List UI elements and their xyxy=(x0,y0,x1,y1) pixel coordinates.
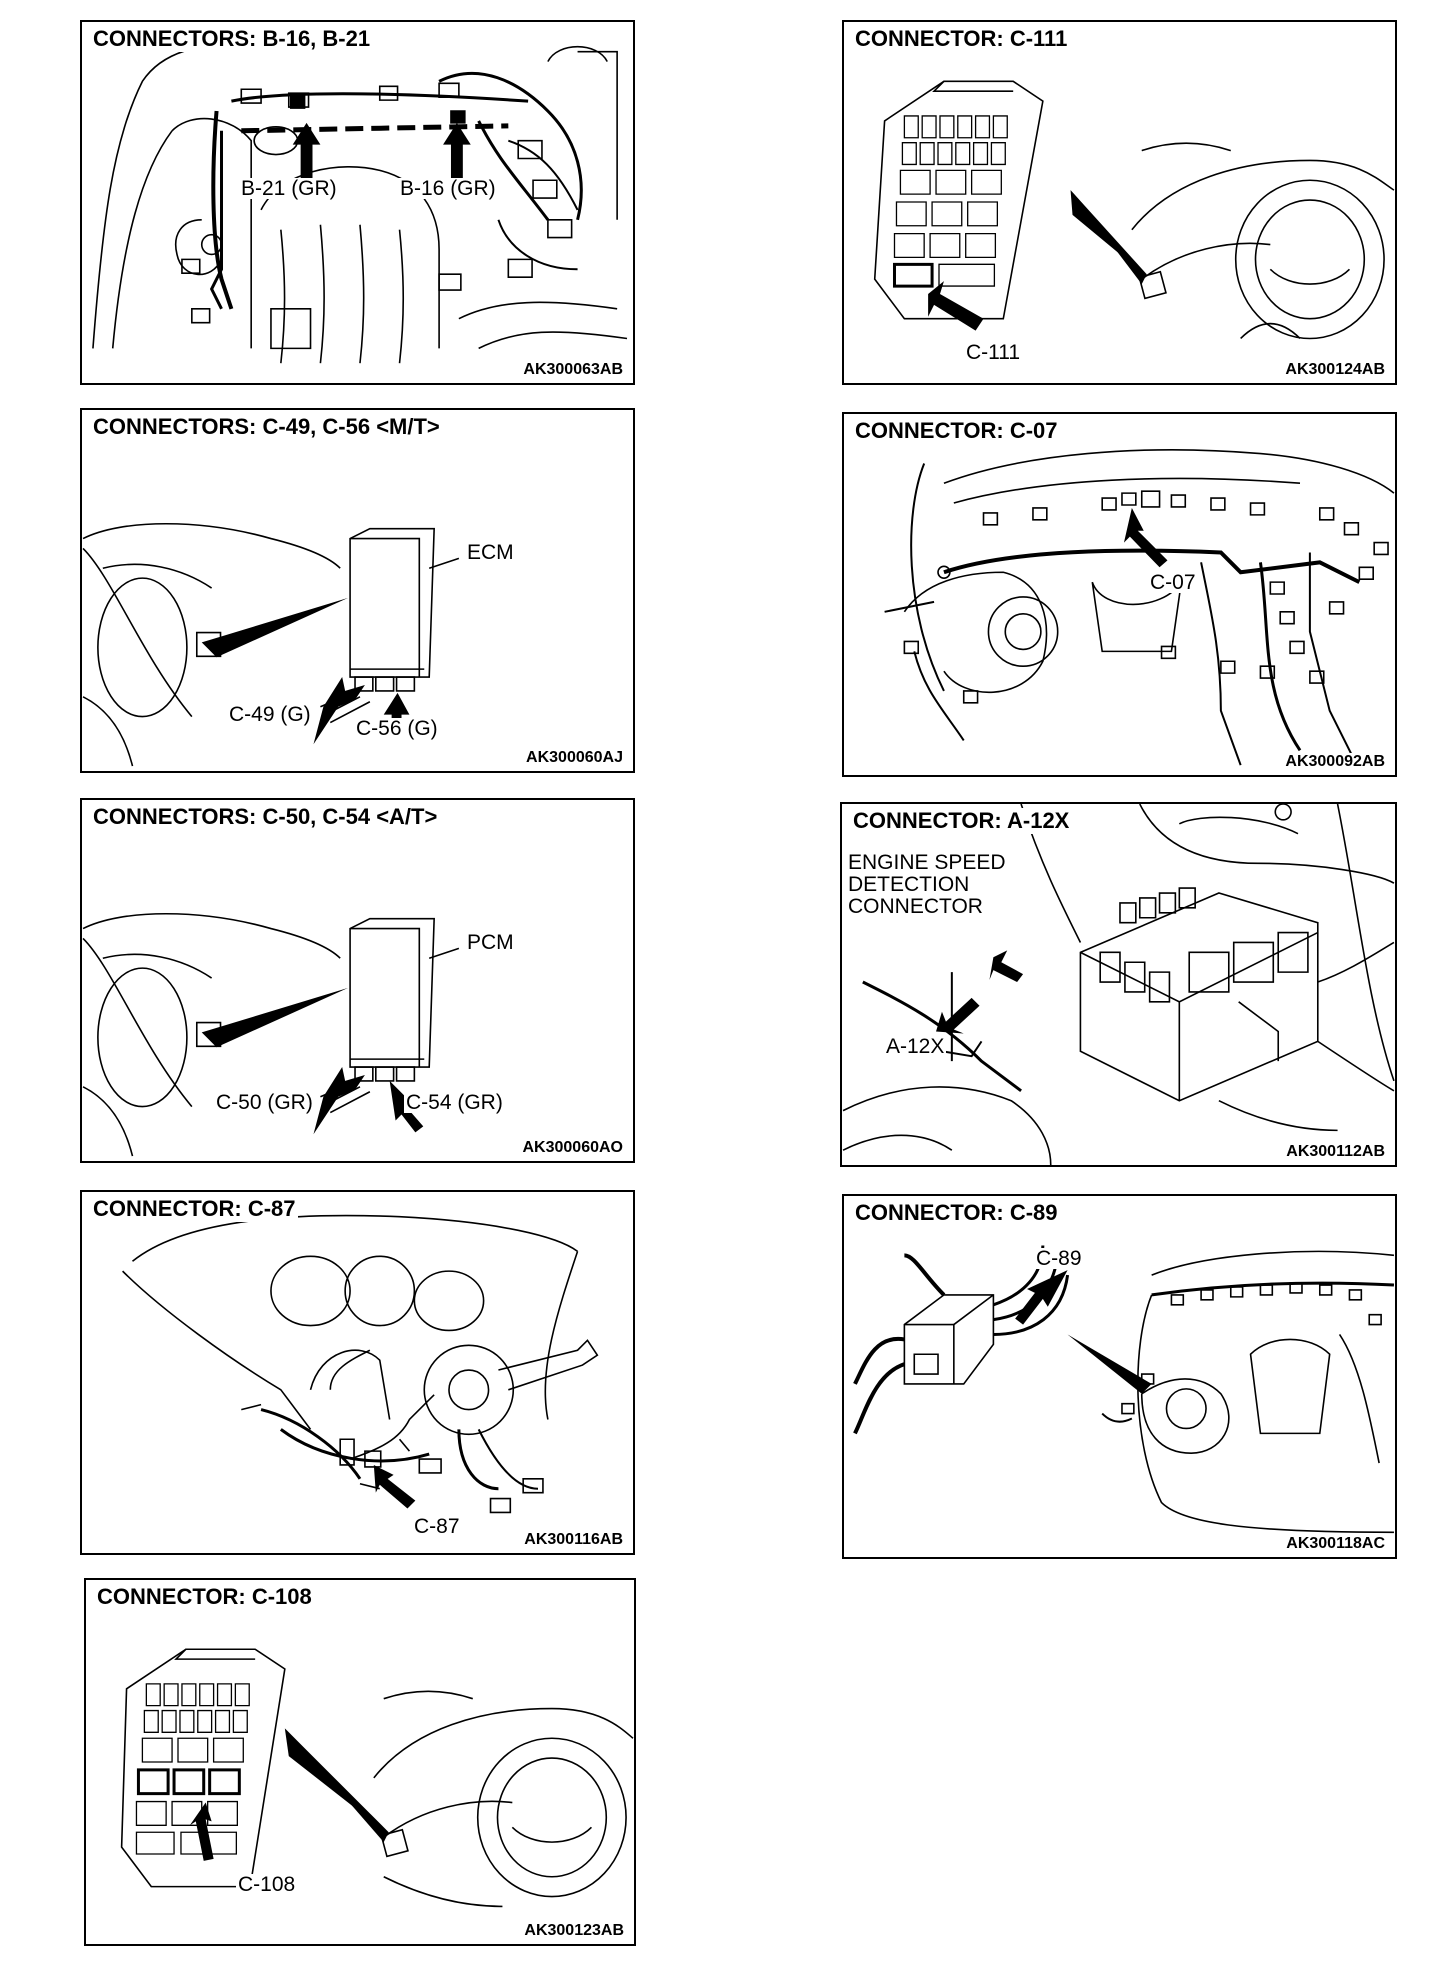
panel-b16-b21: CONNECTORS: B-16, B-21 B-21 (GR) B-16 (G… xyxy=(80,20,635,385)
panel-c07: CONNECTOR: C-07 C-07 AK300092AB xyxy=(842,412,1397,777)
module-label-pcm: PCM xyxy=(465,931,516,954)
connector-label-c87: C-87 xyxy=(412,1515,462,1538)
connector-c89-illustration xyxy=(844,1196,1395,1557)
panel-c111: CONNECTOR: C-111 C-111 AK300124AB xyxy=(842,20,1397,385)
panel-title: CONNECTOR: C-07 xyxy=(853,418,1060,444)
connector-label-c56: C-56 (G) xyxy=(354,717,440,740)
engine-compartment-relay-box-illustration xyxy=(842,804,1395,1165)
connector-label-a12x: A-12X xyxy=(884,1035,947,1058)
pcm-location-illustration xyxy=(82,800,633,1161)
connector-label-b16: B-16 (GR) xyxy=(398,177,498,200)
module-label-ecm: ECM xyxy=(465,541,516,564)
figure-code: AK300112AB xyxy=(1284,1143,1387,1161)
panel-title: CONNECTOR: A-12X xyxy=(851,808,1072,834)
figure-code: AK300118AC xyxy=(1284,1535,1387,1553)
figure-code: AK300123AB xyxy=(522,1922,626,1940)
panel-c49-c56: CONNECTORS: C-49, C-56 <M/T> ECM C-49 (G… xyxy=(80,408,635,773)
figure-code: AK300060AO xyxy=(520,1139,625,1157)
junction-block-illustration xyxy=(844,22,1395,383)
figure-code: AK300063AB xyxy=(521,361,625,379)
engine-bay-illustration xyxy=(82,22,633,383)
connector-label-c54: C-54 (GR) xyxy=(404,1091,505,1114)
connector-label-c89: C-89 xyxy=(1034,1247,1084,1270)
panel-title: CONNECTORS: C-49, C-56 <M/T> xyxy=(91,414,442,440)
panel-title: CONNECTORS: C-50, C-54 <A/T> xyxy=(91,804,440,830)
panel-c87: CONNECTOR: C-87 C-87 AK300116AB xyxy=(80,1190,635,1555)
panel-c50-c54: CONNECTORS: C-50, C-54 <A/T> PCM C-50 (G… xyxy=(80,798,635,1163)
figure-code: AK300092AB xyxy=(1283,753,1387,771)
instrument-panel-harness-illustration xyxy=(844,414,1395,775)
panel-title: CONNECTOR: C-108 xyxy=(95,1584,314,1610)
panel-c108: CONNECTOR: C-108 C-108 AK300123AB xyxy=(84,1578,636,1946)
panel-c89: CONNECTOR: C-89 C-89 AK300118AC xyxy=(842,1194,1397,1559)
figure-code: AK300060AJ xyxy=(524,749,625,767)
ecm-location-illustration xyxy=(82,410,633,771)
steering-column-illustration xyxy=(82,1192,633,1553)
connector-label-c50: C-50 (GR) xyxy=(214,1091,315,1114)
connector-label-c49: C-49 (G) xyxy=(227,703,313,726)
panel-a12x: CONNECTOR: A-12X ENGINE SPEED DETECTION … xyxy=(840,802,1397,1167)
connector-label-c111: C-111 xyxy=(964,341,1023,364)
figure-code: AK300116AB xyxy=(522,1531,625,1549)
connector-description: ENGINE SPEED DETECTION CONNECTOR xyxy=(848,851,1006,919)
panel-title: CONNECTOR: C-87 xyxy=(91,1196,298,1222)
connector-label-c07: C-07 xyxy=(1148,571,1198,594)
junction-block-illustration xyxy=(86,1580,634,1944)
figure-code: AK300124AB xyxy=(1283,361,1387,379)
connector-label-c108: C-108 xyxy=(236,1873,298,1896)
panel-title: CONNECTOR: C-111 xyxy=(853,26,1070,52)
panel-title: CONNECTORS: B-16, B-21 xyxy=(91,26,373,52)
panel-title: CONNECTOR: C-89 xyxy=(853,1200,1060,1226)
connector-label-b21: B-21 (GR) xyxy=(239,177,339,200)
